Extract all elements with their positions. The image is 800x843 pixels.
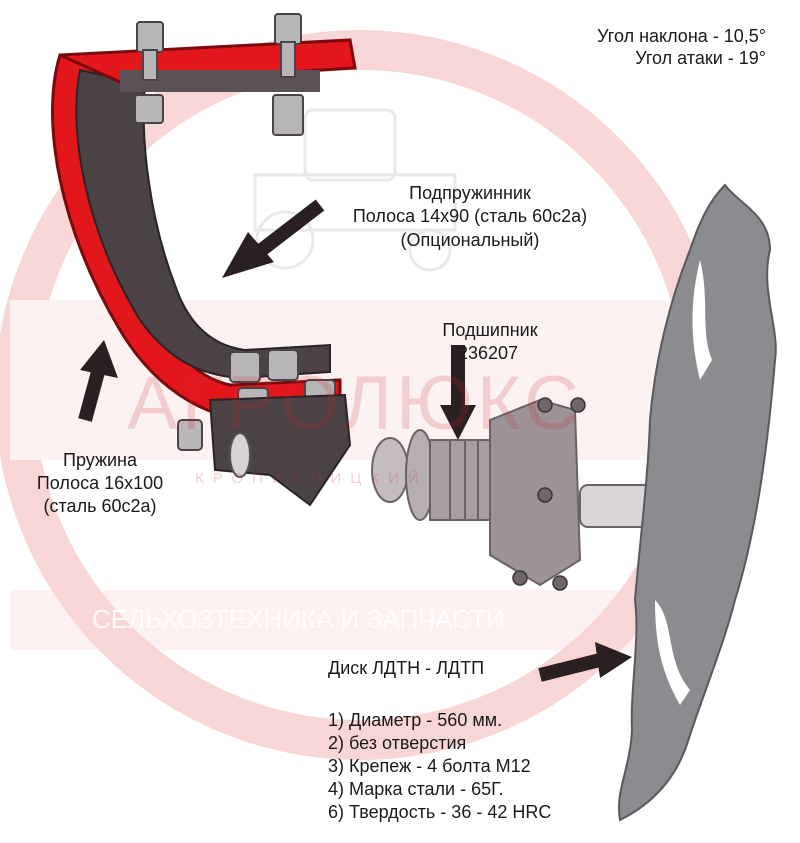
spring-holder-strip: Полоса 14х90 (сталь 60с2а) xyxy=(352,206,588,226)
disc-title: Диск ЛДТН - ЛДТП xyxy=(328,658,485,678)
attack-angle-label: Угол атаки - 19° xyxy=(635,48,766,68)
tilt-angle-label: Угол наклона - 10,5° xyxy=(597,26,766,46)
watermark-logo xyxy=(0,30,725,760)
watermark-brand: АГРОЛЮКС xyxy=(126,361,584,446)
arrow-to-spring xyxy=(78,340,118,422)
bearing-title: Подшипник xyxy=(442,320,538,340)
spring-title: Пружина xyxy=(63,450,137,470)
disc-spec-item: 4) Марка стали - 65Г. xyxy=(328,779,504,799)
arrow-to-spring-holder xyxy=(222,199,325,278)
spring-holder-title: Подпружинник xyxy=(409,183,531,203)
bearing-number: 236207 xyxy=(458,343,519,363)
watermark-city: КРОПИВНИЦКИЙ xyxy=(195,470,428,487)
disc-spec-item: 2) без отверстия xyxy=(328,733,467,753)
watermark-tagline: СЕЛЬХОЗТЕХНИКА И ЗАПЧАСТИ xyxy=(92,604,505,634)
spring-holder-note: (Опциональный) xyxy=(400,230,540,250)
disc-spec-item: 6) Твердость - 36 - 42 HRC xyxy=(328,802,552,822)
notched-disc xyxy=(618,183,777,822)
callout-arrows xyxy=(78,199,632,682)
arrow-to-disc xyxy=(538,642,632,682)
spring-steel: (сталь 60с2а) xyxy=(43,496,157,516)
spring-strip: Полоса 16х100 xyxy=(36,473,164,493)
disc-spec-item: 1) Диаметр - 560 мм. xyxy=(328,710,503,730)
arrow-to-bearing xyxy=(440,345,476,440)
disc-spec-item: 3) Крепеж - 4 болта М12 xyxy=(328,756,531,776)
spring-bracket xyxy=(51,13,357,507)
